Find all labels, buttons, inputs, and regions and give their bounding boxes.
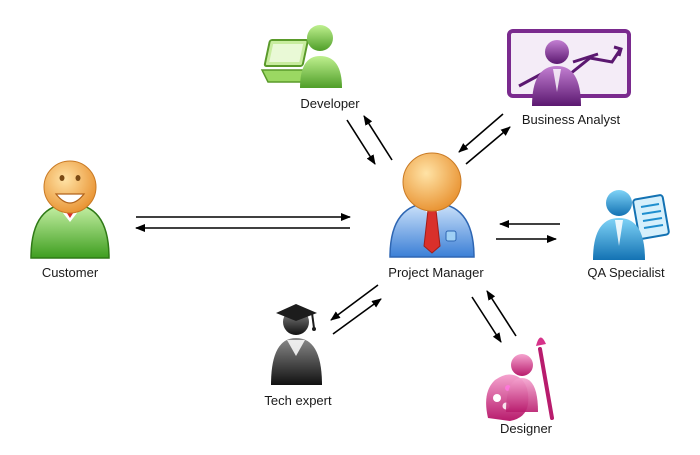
- arrow-ba-to-pm: [458, 113, 504, 153]
- arrow-tech-to-pm: [332, 298, 382, 335]
- arrow-pm-to-developer: [363, 115, 393, 161]
- arrow-pm-to-tech: [330, 284, 379, 321]
- developer-icon: [260, 25, 342, 88]
- role-label-project-manager: Project Manager: [388, 265, 484, 280]
- customer-icon: [30, 160, 110, 259]
- qa-specialist-icon: [593, 190, 670, 260]
- role-label-designer: Designer: [500, 421, 553, 436]
- business-analyst-icon: [507, 29, 631, 106]
- role-label-developer: Developer: [300, 96, 360, 111]
- arrow-designer-to-pm: [486, 290, 517, 337]
- role-label-tech-expert: Tech expert: [264, 393, 332, 408]
- project-manager-icon: [389, 152, 475, 258]
- arrow-developer-to-pm: [346, 119, 376, 165]
- tech-expert-icon: [271, 304, 322, 385]
- role-label-business-analyst: Business Analyst: [522, 112, 621, 127]
- arrow-pm-to-designer: [471, 296, 502, 343]
- arrows: [135, 113, 560, 343]
- designer-icon: [486, 337, 554, 421]
- arrow-pm-to-ba: [465, 126, 511, 165]
- role-label-customer: Customer: [42, 265, 99, 280]
- role-label-qa-specialist: QA Specialist: [587, 265, 665, 280]
